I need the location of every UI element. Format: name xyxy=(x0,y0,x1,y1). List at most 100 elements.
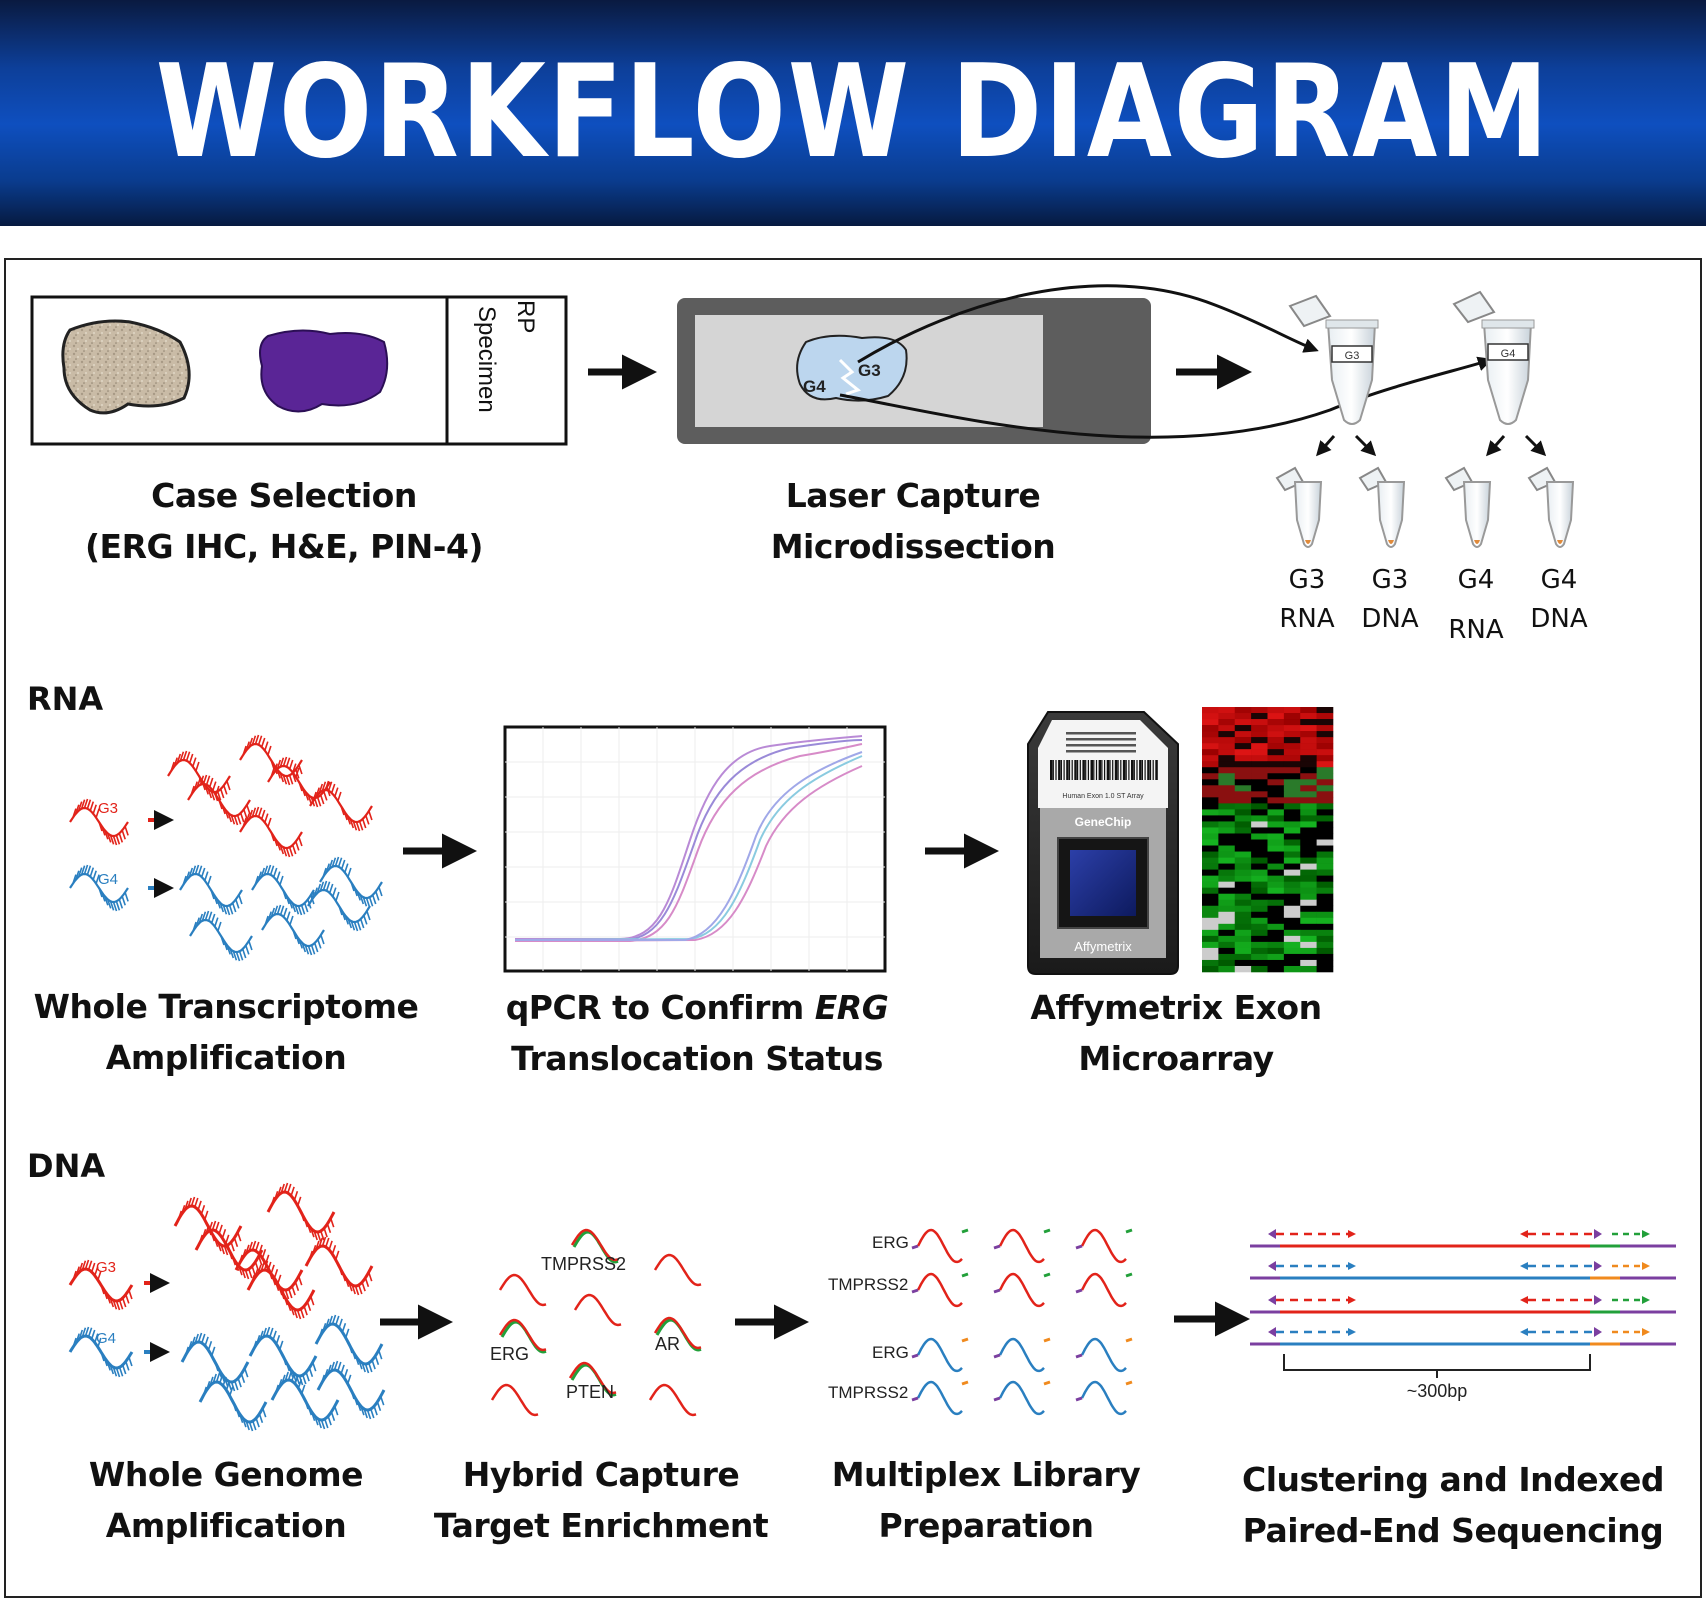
lcm-caption-2: Microdissection xyxy=(771,527,1056,566)
tube-label-1-top: G3 xyxy=(1289,565,1326,595)
library-label-tmprss2-g3: TMPRSS2 xyxy=(828,1275,908,1294)
aliquot-tube xyxy=(1358,466,1406,548)
tube-label-1-bottom: RNA xyxy=(1279,604,1335,634)
gene-label-pten: PTEN xyxy=(566,1382,614,1402)
array-caption-2: Microarray xyxy=(1078,1039,1273,1078)
library-caption-2: Preparation xyxy=(878,1506,1093,1545)
g3-collection-tube: G3 xyxy=(1288,294,1379,425)
genechip-cartridge: Human Exon 1.0 ST Array GeneChip Affymet… xyxy=(1027,711,1179,975)
sequencing-read-pair xyxy=(1250,1229,1676,1248)
dna-fragment xyxy=(653,1316,702,1352)
nucleic-acid-strand xyxy=(304,1236,374,1296)
library-fragment xyxy=(993,1272,1051,1308)
insert-size-label: ~300bp xyxy=(1407,1381,1468,1401)
nucleic-acid-strand xyxy=(316,1360,386,1420)
erg-ihc-tissue xyxy=(259,329,389,413)
nucleic-acid-strand xyxy=(266,1182,336,1242)
lcm-g4-arrow xyxy=(839,356,1493,439)
nucleic-acid-strand xyxy=(234,1240,304,1300)
library-fragment xyxy=(911,1380,969,1416)
dna-fragment xyxy=(570,1228,619,1264)
lcm-g3-label: G3 xyxy=(858,361,881,380)
array-caption-1: Affymetrix Exon xyxy=(1030,988,1321,1027)
library-fragment xyxy=(911,1228,969,1264)
nucleic-acid-strand xyxy=(261,904,325,956)
dna-g3-label: G3 xyxy=(96,1259,116,1276)
gene-label-tmprss2: TMPRSS2 xyxy=(541,1254,626,1274)
microarray-heatmap xyxy=(1202,707,1334,973)
paired-end-reads xyxy=(1250,1229,1676,1346)
page-title: WORKFLOW DIAGRAM xyxy=(155,38,1551,187)
split-arrow xyxy=(1316,435,1336,457)
split-arrow xyxy=(1524,434,1547,457)
nucleic-acid-strand xyxy=(68,1326,134,1378)
aliquot-tube xyxy=(1275,466,1323,548)
library-fragment xyxy=(1075,1380,1133,1416)
tube-label-4-bottom: DNA xyxy=(1530,604,1587,634)
library-fragment xyxy=(1075,1337,1133,1373)
dna-amplification-waves xyxy=(68,1182,386,1432)
wta-caption-2: Amplification xyxy=(106,1038,346,1077)
library-label-erg-g4: ERG xyxy=(872,1343,909,1362)
library-fragment xyxy=(993,1228,1051,1264)
title-banner xyxy=(0,0,1706,226)
split-arrow xyxy=(1486,435,1506,457)
aliquot-tube xyxy=(1527,466,1575,548)
seq-caption-1: Clustering and Indexed xyxy=(1242,1460,1664,1499)
dna-section-label: DNA xyxy=(27,1147,105,1185)
nucleic-acid-strand xyxy=(314,1314,384,1374)
nucleic-acid-strand xyxy=(319,856,383,908)
dna-fragment xyxy=(498,1318,547,1354)
nucleic-acid-strand xyxy=(194,1220,264,1280)
nucleic-acid-strand xyxy=(198,1372,268,1432)
chip-brand-label: GeneChip xyxy=(1075,815,1132,829)
seq-caption-2: Paired-End Sequencing xyxy=(1243,1511,1664,1550)
dna-fragment xyxy=(498,1273,547,1307)
nucleic-acid-strand xyxy=(187,774,251,826)
library-fragment xyxy=(911,1272,969,1308)
library-fragment xyxy=(1075,1272,1133,1308)
hybrid-capture-fragments xyxy=(490,1228,702,1417)
nucleic-acid-strand xyxy=(179,864,243,916)
qpcr-amplification-plot xyxy=(503,725,887,973)
g4-collection-tube: G4 xyxy=(1452,290,1535,425)
rna-g3-label: G3 xyxy=(98,800,118,817)
split-arrow xyxy=(1354,434,1377,457)
gene-label-ar: AR xyxy=(655,1334,680,1354)
lcm-g3-arrow xyxy=(857,284,1319,364)
nucleic-acid-strand xyxy=(69,798,129,846)
he-tissue xyxy=(61,319,191,415)
case-selection-caption-2: (ERG IHC, H&E, PIN-4) xyxy=(85,527,483,566)
library-caption-1: Multiplex Library xyxy=(832,1455,1141,1494)
multiplex-library-fragments xyxy=(911,1228,1133,1416)
library-fragment xyxy=(993,1337,1051,1373)
dna-g4-label: G4 xyxy=(96,1330,116,1347)
gene-label-erg: ERG xyxy=(490,1344,529,1364)
lcm-g4-label: G4 xyxy=(803,377,826,396)
rna-amplification-waves xyxy=(69,734,383,962)
capture-caption-1: Hybrid Capture xyxy=(463,1455,739,1494)
tube-label-3-top: G4 xyxy=(1458,565,1495,595)
wta-caption-1: Whole Transcriptome xyxy=(34,987,419,1026)
dna-fragment xyxy=(573,1293,622,1327)
sequencing-read-pair xyxy=(1250,1295,1676,1314)
dna-fragment xyxy=(490,1383,539,1417)
diagram-frame xyxy=(4,258,1702,1598)
qpcr-caption-1: qPCR to Confirm ERG xyxy=(506,988,889,1027)
library-label-erg-g3: ERG xyxy=(872,1233,909,1252)
case-selection-caption-1: Case Selection xyxy=(151,476,417,515)
tube-label-3-bottom: RNA xyxy=(1448,615,1504,645)
insert-size-bracket xyxy=(1283,1354,1591,1378)
lcm-tissue xyxy=(796,334,908,402)
nucleic-acid-strand xyxy=(270,1370,340,1430)
chip-array-label: Human Exon 1.0 ST Array xyxy=(1062,793,1144,800)
qpcr-caption-2: Translocation Status xyxy=(511,1039,883,1078)
nucleic-acid-strand xyxy=(309,780,373,832)
capture-caption-2: Target Enrichment xyxy=(434,1506,769,1545)
wga-caption-1: Whole Genome xyxy=(89,1455,363,1494)
nucleic-acid-strand xyxy=(69,864,129,912)
dna-fragment xyxy=(648,1383,697,1417)
wga-caption-2: Amplification xyxy=(106,1506,346,1545)
rp-specimen-slide: RP Specimen xyxy=(30,295,568,446)
